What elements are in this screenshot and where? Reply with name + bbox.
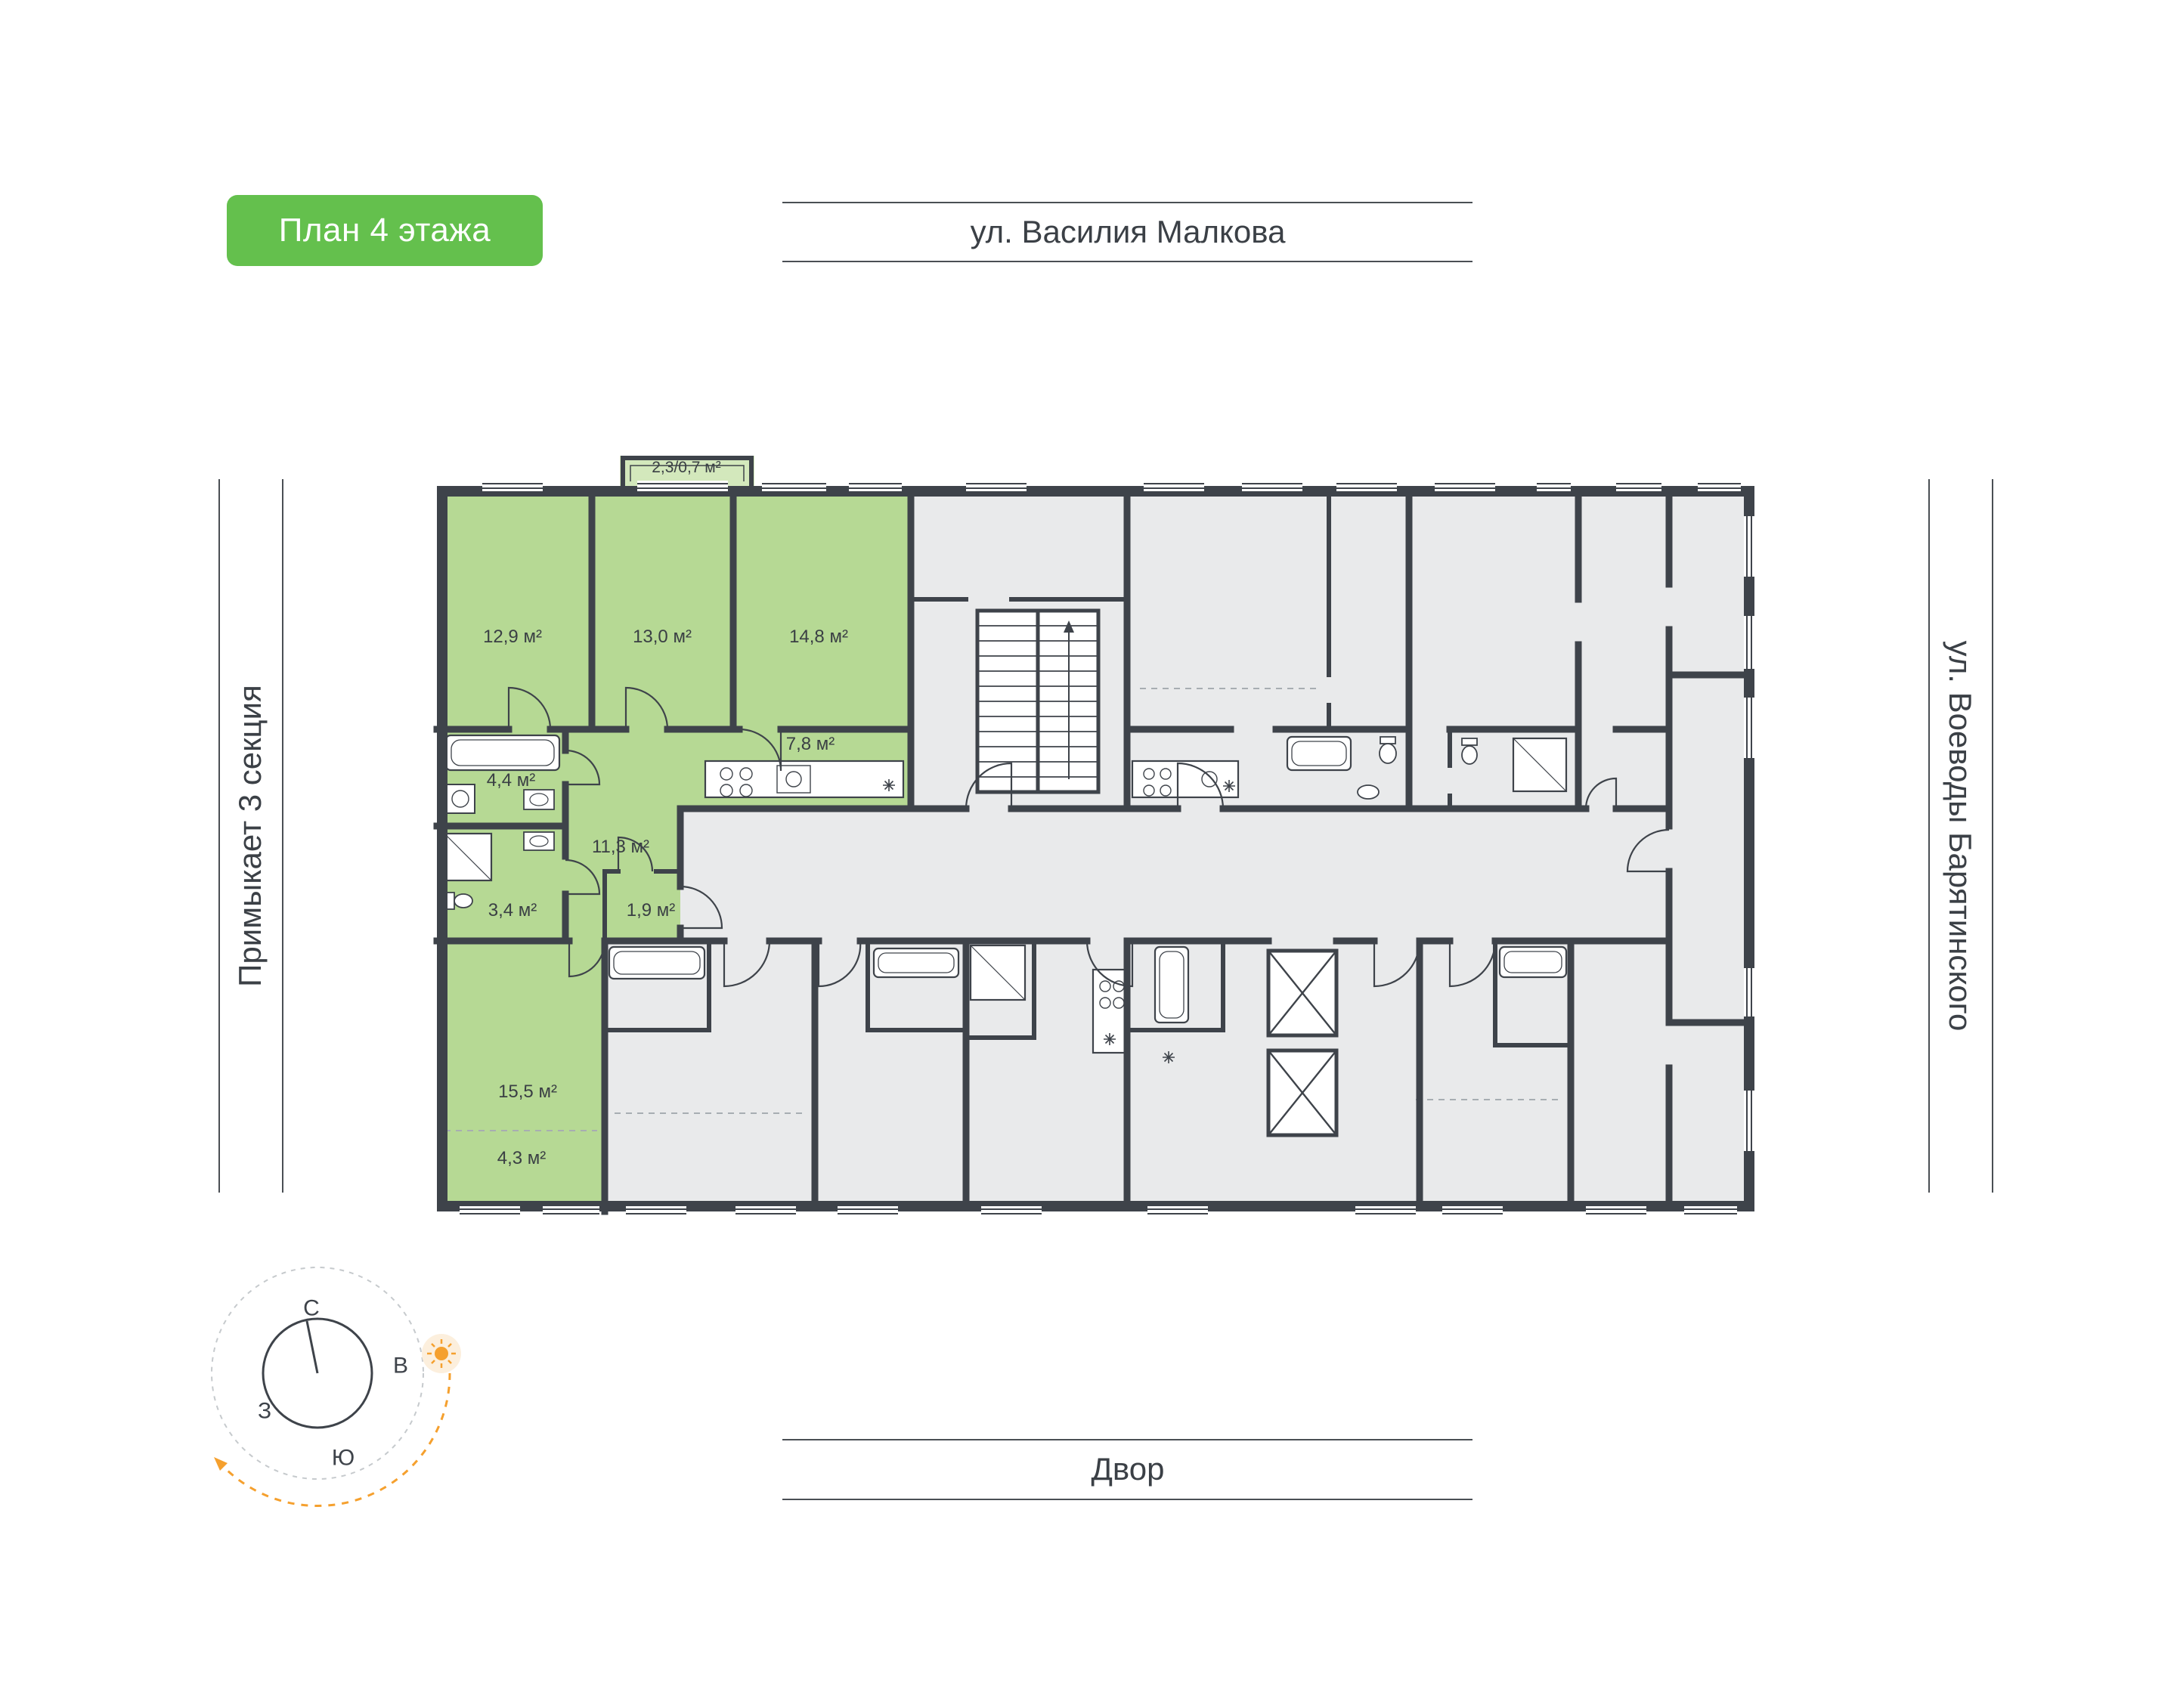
floor-plan: 2,3/0,7 м² 12,9 м² 13,0 м² 14,8 м² 7,8 м… [433,448,1754,1217]
zone-dashed-lines [444,688,1563,1131]
street-right-line-outer [1992,479,1993,1193]
window [1442,1206,1503,1217]
window [543,1206,599,1217]
floor-plan-drawing [433,456,1754,1217]
window [966,481,1027,491]
street-right-line-inner [1928,479,1930,1193]
window [1616,481,1661,491]
elevator-icon [1266,948,1339,1137]
sun-icon [422,1334,461,1373]
interior-walls [433,487,1753,1215]
sun-path-arc [222,1372,451,1507]
window [1147,1206,1208,1217]
compass-east-label: В [393,1354,408,1378]
compass-south-label: Ю [332,1446,355,1471]
compass-west-label: З [258,1399,271,1424]
outer-wall [437,486,1754,1211]
window [1586,1206,1646,1217]
window [1744,516,1754,577]
bathtub-icon [444,734,1568,1024]
window [637,481,728,491]
window [1336,481,1397,491]
street-top-line-lower [782,261,1472,262]
room-area-label: 3,4 м² [488,900,537,921]
appliance-star-icon [883,779,1235,1063]
sink-icon [523,784,1380,851]
room-area-label: 4,3 м² [497,1148,547,1168]
window [1242,481,1302,491]
room-area-label: 13,0 м² [633,627,692,647]
window [1435,481,1495,491]
floor-badge: План 4 этажа [227,195,543,266]
street-right-label: ул. Воеводы Барятинского [1943,640,1978,1032]
window [849,481,902,491]
window [981,1206,1042,1217]
window [626,1206,686,1217]
washer-icon [445,784,475,814]
shower-icon [443,737,1568,1001]
stove-icon [704,760,1240,1054]
window [1744,698,1754,758]
window [1698,481,1741,491]
yard-line-lower [782,1499,1472,1500]
stairs-icon [975,608,1101,794]
fixtures [443,734,1568,1063]
window [482,481,543,491]
sun-path-arrow [214,1457,228,1471]
room-area-label: 14,8 м² [789,627,848,647]
window [1144,481,1204,491]
window [735,1206,796,1217]
left-side-line-inner [282,479,283,1193]
compass-needle [305,1320,319,1374]
window [1744,968,1754,1016]
street-top-label: ул. Василия Малкова [970,214,1286,249]
left-side-label: Примыкает 3 секция [232,685,268,987]
compass: С В З Ю [151,1207,499,1539]
window [762,481,826,491]
window [838,1206,898,1217]
window [1744,616,1754,669]
street-top-line-upper [782,202,1472,203]
room-area-label: 12,9 м² [483,627,542,647]
compass-outer-ring [211,1267,424,1480]
yard-line-upper [782,1439,1472,1440]
balcony-area-label: 2,3/0,7 м² [652,459,721,476]
yard-label: Двор [1091,1451,1165,1487]
room-area-label: 15,5 м² [498,1081,557,1102]
window [1537,481,1571,491]
room-area-label: 1,9 м² [626,900,676,921]
window [1744,1091,1754,1151]
window [1355,1206,1416,1217]
highlighted-apartment[interactable] [437,486,911,1211]
toilet-icon [445,736,1478,910]
door-arcs [507,686,1670,988]
window [1684,1206,1737,1217]
room-area-label: 11,3 м² [591,837,650,857]
compass-north-label: С [303,1296,320,1321]
compass-drawing: С В З Ю [211,1267,461,1507]
room-area-label: 7,8 м² [785,734,835,754]
left-side-line-outer [218,479,220,1193]
room-area-label: 4,4 м² [486,770,536,791]
partition-walls [602,489,1573,1047]
